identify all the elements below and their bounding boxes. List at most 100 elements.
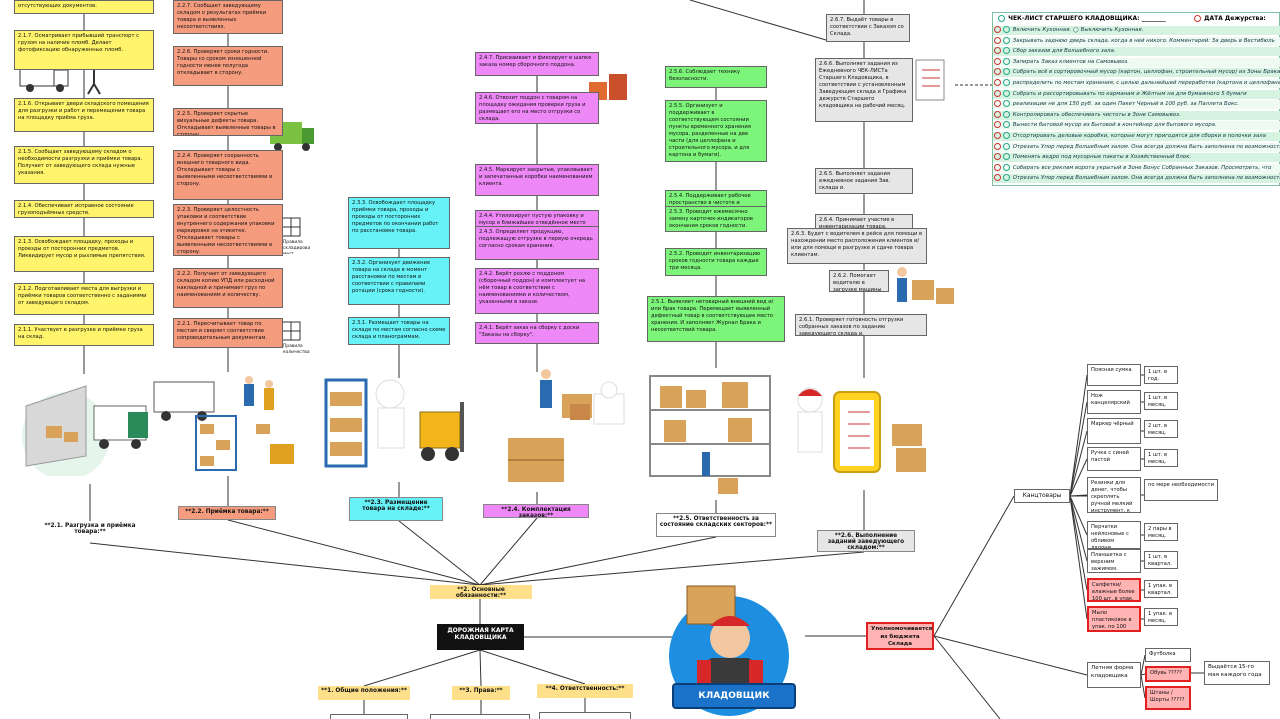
col1-item-5[interactable]: 2.1.4. Обеспечивает исправное состояние … — [14, 200, 154, 218]
uniform-node[interactable]: Летняя форма кладовщика — [1087, 662, 1141, 688]
col2-item-3[interactable]: 2.2.5. Проверяет скрытые визуальные дефе… — [173, 108, 283, 136]
check-circle-icon[interactable] — [994, 110, 1001, 118]
check-circle-icon[interactable] — [1003, 79, 1010, 86]
check-circle-icon[interactable] — [1003, 57, 1010, 65]
supply-qty-6[interactable]: 2 пары в месяц. — [1144, 523, 1178, 541]
col4-item-3[interactable]: 2.4.5. Маркирует закрытые, упаковывает и… — [475, 164, 599, 196]
check-circle-icon[interactable] — [994, 89, 1001, 97]
col6-item-1[interactable]: 2.6.7. Выдаёт товары в соответствии с За… — [826, 14, 910, 42]
branch-2-2-title[interactable]: **2.2. Приёмка товара:** — [178, 506, 276, 520]
check-circle-icon[interactable] — [994, 174, 1001, 182]
uniform-item-3[interactable]: Штаны / Шорты ????? — [1145, 686, 1191, 710]
main-duties-node[interactable]: **2. Основные обязанности:** — [430, 585, 532, 599]
check-circle-icon[interactable] — [1003, 163, 1010, 171]
branch-2-6-title[interactable]: **2.6. Выполнение заданий заведующего ск… — [817, 530, 915, 552]
branch-2-5-title[interactable]: **2.5. Ответственность за состояние скла… — [656, 513, 776, 537]
supply-qty-1[interactable]: 1 шт. в год. — [1144, 366, 1178, 384]
col4-item-6[interactable]: 2.4.2. Берёт рохлю с поддоном (сборочный… — [475, 268, 599, 314]
col4-item-2[interactable]: 2.4.6. Отвозит поддон с товаром на площа… — [475, 92, 599, 124]
supply-item-4[interactable]: Ручка с синей пастой — [1087, 447, 1141, 471]
col6-item-6[interactable]: 2.6.2. Помогает водителю в загрузке маши… — [829, 270, 889, 292]
check-circle-icon[interactable] — [1003, 153, 1010, 161]
col3-item-2[interactable]: 2.3.2. Организует движение товара на скл… — [348, 257, 450, 305]
check-circle-icon[interactable] — [994, 142, 1001, 150]
check-circle-icon[interactable] — [1003, 36, 1010, 44]
supply-qty-4[interactable]: 1 шт. в месяц. — [1144, 449, 1178, 467]
branch-2-4-title[interactable]: **2.4. Комплектация заказов:** — [483, 504, 589, 519]
col6-item-7[interactable]: 2.6.1. Проверяет готовность отгрузки соб… — [795, 314, 927, 336]
supply-qty-5[interactable]: по мере необходимости — [1144, 479, 1218, 501]
budget-node[interactable]: Уполномочивается из бюджета Склада — [866, 622, 934, 650]
check-circle-icon[interactable] — [1003, 89, 1010, 97]
check-circle-icon[interactable] — [1003, 26, 1010, 33]
col4-item-7[interactable]: 2.4.1. Берёт заказ на сборку с доски "За… — [475, 322, 599, 344]
col4-item-5[interactable]: 2.4.3. Определяет продукцию, подлежащую … — [475, 226, 599, 260]
supply-qty-2[interactable]: 1 шт. в месяц. — [1144, 392, 1178, 410]
check-circle-icon[interactable] — [994, 79, 1001, 86]
supply-item-2[interactable]: Нож канцелярский — [1087, 390, 1141, 414]
supply-qty-9[interactable]: 1 упак. в месяц. — [1144, 608, 1178, 626]
col1-item-8[interactable]: 2.1.1. Участвует в разгрузке и приёмке г… — [14, 324, 154, 346]
check-circle-icon[interactable] — [994, 68, 1001, 76]
check-circle-icon[interactable] — [994, 121, 1001, 129]
check-circle-icon[interactable] — [1003, 110, 1010, 118]
col1-item-2[interactable]: 2.1.7. Осматривает прибывший транспорт с… — [14, 30, 154, 70]
check-circle-icon[interactable] — [1003, 132, 1010, 139]
supply-item-9[interactable]: Мыло пластиковое в упак. по 100 шт. — [1087, 606, 1141, 632]
col6-item-5[interactable]: 2.6.3. Будет с водителем в рейсе для пом… — [787, 228, 927, 264]
check-circle-icon[interactable] — [994, 163, 1001, 171]
col2-item-4[interactable]: 2.2.4. Проверяет сохранность внешнего то… — [173, 150, 283, 200]
supply-item-1[interactable]: Поясная сумка — [1087, 364, 1141, 386]
check-circle-icon[interactable] — [1003, 68, 1010, 76]
branch-2-3-title[interactable]: **2.3. Размещение товара на складе:** — [349, 497, 443, 521]
branch-2-1-title[interactable]: **2.1. Разгрузка и приёмка товара:** — [44, 523, 136, 535]
col1-item-4[interactable]: 2.1.5. Сообщает заведующему складом о не… — [14, 146, 154, 184]
roadmap-root-node[interactable]: ДОРОЖНАЯ КАРТА КЛАДОВЩИКА — [437, 624, 524, 650]
supply-item-5[interactable]: Резинки для денег, чтобы скреплять ручно… — [1087, 477, 1141, 513]
office-supplies-node[interactable]: Канцтовары — [1014, 489, 1070, 503]
check-circle-icon[interactable] — [994, 47, 1001, 55]
col5-item-6[interactable]: 2.5.1. Выявляет нетоварный внешний вид и… — [647, 296, 785, 342]
check-circle-icon[interactable] — [994, 153, 1001, 161]
col1-item-1[interactable]: отсутствующих документов. — [14, 0, 154, 14]
col2-item-5[interactable]: 2.2.3. Проверяет целостность упаковки и … — [173, 204, 283, 256]
check-circle-icon[interactable] — [1003, 100, 1010, 108]
check-circle-icon[interactable] — [1003, 174, 1010, 182]
uniform-item-2[interactable]: Обувь ????? — [1145, 666, 1191, 682]
check-circle-icon[interactable] — [1194, 15, 1201, 22]
supply-item-6[interactable]: Перчатки нейлоновые с обливом ладони. — [1087, 521, 1141, 549]
supply-item-8[interactable]: Салфетки/влажные более 100 шт. в упак. — [1087, 578, 1141, 602]
col6-item-3[interactable]: 2.6.5. Выполняет задания ежедневное зада… — [815, 168, 913, 194]
check-circle-icon[interactable] — [1003, 47, 1010, 55]
check-circle-icon[interactable] — [994, 100, 1001, 108]
check-circle-icon[interactable] — [994, 132, 1001, 139]
col1-item-6[interactable]: 2.1.3. Освобождает площадку, проходы и п… — [14, 236, 154, 272]
check-circle-icon[interactable] — [994, 57, 1001, 65]
col6-item-2[interactable]: 2.6.6. Выполняет задания из Ежедневного … — [815, 58, 913, 122]
supply-qty-8[interactable]: 1 упак. в квартал. — [1144, 580, 1178, 598]
check-circle-icon[interactable] — [1003, 142, 1010, 150]
col1-item-7[interactable]: 2.1.2. Подготавливает места для выгрузки… — [14, 283, 154, 315]
col5-item-4[interactable]: 2.5.3. Проводит ежемесячно замену карточ… — [665, 206, 767, 232]
col2-item-1[interactable]: 2.2.7. Сообщает заведующему складом о ре… — [173, 0, 283, 34]
check-circle-icon[interactable] — [994, 26, 1001, 33]
col5-item-2[interactable]: 2.5.5. Организует и поддерживает в соотв… — [665, 100, 767, 162]
col4-item-1[interactable]: 2.4.7. Присваивает и фиксирует в шапке з… — [475, 52, 599, 76]
responsibility-node[interactable]: **4. Ответственность:** — [537, 684, 633, 698]
check-circle-icon[interactable] — [1003, 121, 1010, 129]
supply-item-3[interactable]: Маркер чёрный — [1087, 418, 1141, 444]
col1-item-3[interactable]: 2.1.6. Открывает двери складского помеще… — [14, 98, 154, 132]
col2-item-2[interactable]: 2.2.6. Проверяет сроки годности. Товары … — [173, 46, 283, 86]
col2-item-6[interactable]: 2.2.2. Получает от заведующего складом к… — [173, 268, 283, 308]
check-circle-icon[interactable] — [994, 36, 1001, 44]
uniform-item-1[interactable]: Футболка — [1145, 648, 1191, 662]
general-provisions-node[interactable]: **1. Общие положения:** — [318, 686, 410, 700]
supply-qty-3[interactable]: 2 шт. в месяц. — [1144, 420, 1178, 438]
col5-item-5[interactable]: 2.5.2. Проводит инвентаризацию сроков го… — [665, 248, 767, 276]
col3-item-1[interactable]: 2.3.3. Освобождает площадку приёмки това… — [348, 197, 450, 249]
supply-qty-7[interactable]: 1 шт. в квартал. — [1144, 551, 1178, 569]
col3-item-3[interactable]: 2.3.1. Размещает товары на складе по мес… — [348, 317, 450, 345]
col2-item-7[interactable]: 2.2.1. Пересчитывает товар по местам и с… — [173, 318, 283, 348]
supply-item-7[interactable]: Планшетка с верхним зажимом. — [1087, 549, 1141, 573]
col5-item-1[interactable]: 2.5.6. Соблюдает технику безопасности. — [665, 66, 767, 88]
